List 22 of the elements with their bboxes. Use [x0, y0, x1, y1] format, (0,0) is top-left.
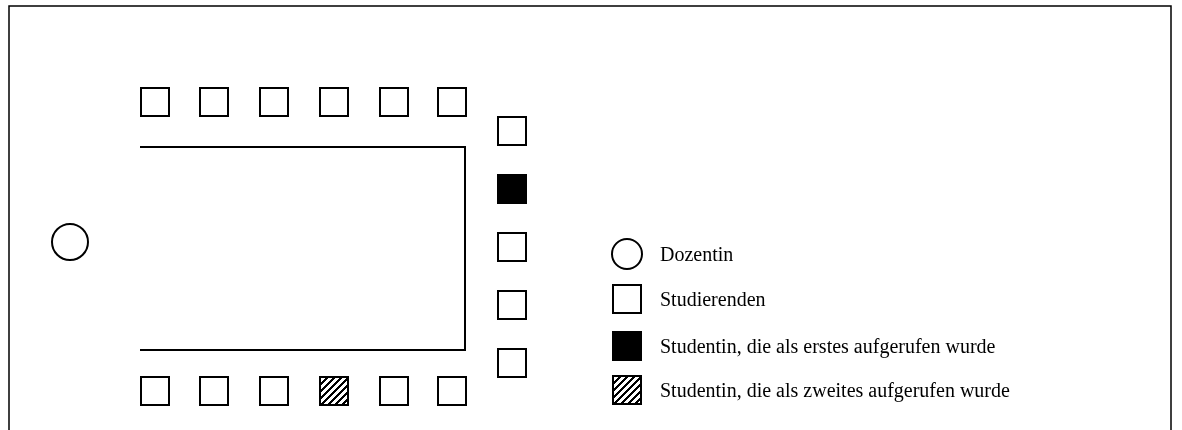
seat-square	[199, 376, 229, 406]
seat-square	[497, 232, 527, 262]
seat-square	[140, 376, 170, 406]
seat-square	[140, 87, 170, 117]
legend-label: Dozentin	[660, 242, 734, 266]
seat-square	[199, 87, 229, 117]
seat-square	[319, 376, 349, 406]
seat-square	[497, 116, 527, 146]
legend-label: Studentin, die als erstes aufgerufen wurde	[660, 334, 996, 358]
seat-square	[319, 87, 349, 117]
seat-square	[497, 290, 527, 320]
lecturer-circle	[51, 223, 89, 261]
seat-square	[259, 376, 289, 406]
legend-label: Studierenden	[660, 287, 766, 311]
seat-square	[379, 376, 409, 406]
seat-square	[379, 87, 409, 117]
seat-square	[497, 174, 527, 204]
seat-square	[497, 348, 527, 378]
seat-square	[259, 87, 289, 117]
seat-square	[437, 87, 467, 117]
legend-label: Studentin, die als zweites aufgerufen wurde	[660, 378, 1010, 402]
seat-square	[437, 376, 467, 406]
